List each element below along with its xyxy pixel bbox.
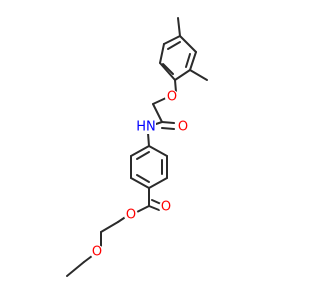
bond-lines	[66, 17, 208, 277]
atom-label: O	[126, 208, 136, 223]
atom-label: HN	[136, 120, 156, 135]
atom-label: O	[167, 90, 177, 105]
atom-o-ester-double: O	[159, 200, 173, 215]
atom-nh-amide: HN	[136, 119, 156, 135]
atom-o-ether: O	[165, 90, 179, 105]
atom-label: O	[161, 200, 171, 215]
atom-o-amide: O	[176, 120, 190, 135]
atom-o-ester-single: O	[124, 208, 138, 223]
chemical-structure: O HN O O O O	[66, 17, 208, 277]
atom-o-ethoxy: O	[90, 245, 104, 260]
atom-label: O	[92, 245, 102, 260]
atom-label: O	[178, 120, 188, 135]
